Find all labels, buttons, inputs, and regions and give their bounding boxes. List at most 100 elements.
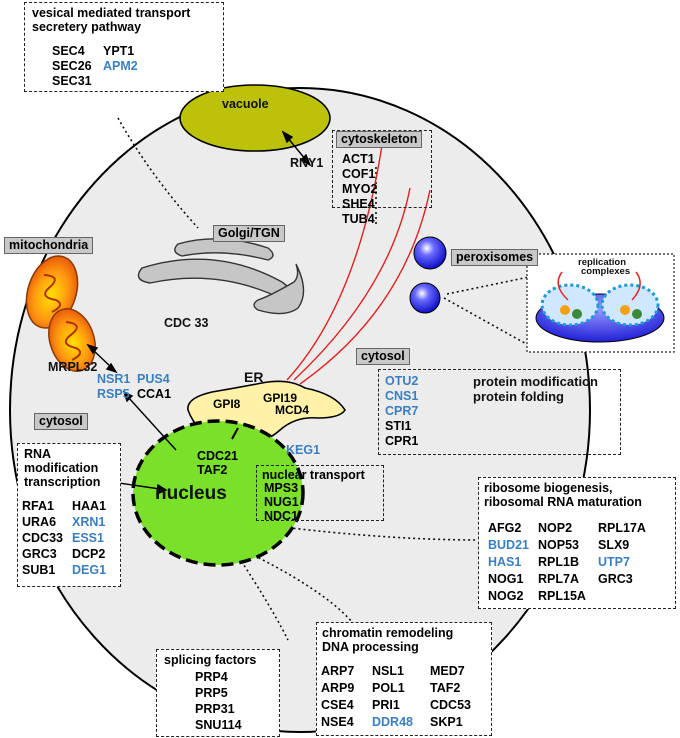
gene-label: CDC33 [22, 531, 63, 545]
rna-modification-box [17, 443, 121, 587]
gene-label: DDR48 [372, 715, 413, 729]
chromatin-title: DNA processing [322, 640, 419, 654]
gene-label: MPS3 [264, 481, 299, 495]
vacuole-label: vacuole [222, 97, 269, 111]
replication-label: complexes [581, 266, 631, 277]
er-label: ER [244, 369, 264, 385]
gene-label: ARP7 [321, 664, 355, 678]
gene-label: NOP53 [538, 538, 579, 552]
ribosome-title: ribosome biogenesis, [484, 481, 613, 495]
gene-label: MCD4 [275, 403, 310, 417]
gene-label: NOG2 [488, 589, 524, 603]
cytoskeleton-tag: cytoskeleton [336, 131, 423, 148]
gene-label: GPI8 [213, 397, 241, 411]
cytosol-tag: cytosol [34, 413, 88, 430]
gene-label: NOG1 [488, 572, 524, 586]
gene-label: COF1 [342, 167, 376, 181]
gene-label: MED7 [430, 664, 465, 678]
vacuole [179, 84, 331, 152]
gene-label: RPL15A [538, 589, 586, 603]
nuclear-transport-box [256, 465, 384, 521]
gene-label: SKP1 [430, 715, 463, 729]
chromatin-title: chromatin remodeling [322, 626, 454, 640]
gene-label: GRC3 [22, 547, 57, 561]
gene-label: RPL17A [598, 521, 646, 535]
protein-modification-box [378, 369, 621, 455]
vesical-title-line1: vesical mediated transport [32, 6, 191, 20]
gene-label: NUG1 [264, 495, 299, 509]
gene-label: STI1 [385, 419, 412, 433]
gene-label: PRI1 [372, 698, 400, 712]
protein-modification-label: protein modification [473, 374, 598, 389]
gene-label: URA6 [22, 515, 57, 529]
gene-label: PRP4 [195, 670, 228, 684]
gene-label: RPL7A [538, 572, 579, 586]
cytoskeleton-box [332, 130, 432, 208]
gene-label: YPT1 [103, 44, 135, 58]
gene-label: ESS1 [72, 531, 104, 545]
gene-label: TUB4 [342, 212, 375, 226]
golgi-tag: Golgi/TGN [213, 225, 285, 242]
gene-label: DEG1 [72, 563, 107, 577]
rna-title: RNA [24, 447, 52, 461]
gene-label: APM2 [103, 59, 138, 73]
replication-label: replication [578, 257, 627, 268]
gene-label: CDC21 [197, 449, 238, 463]
gene-label: TAF2 [430, 681, 461, 695]
gene-label: RNY1 [290, 156, 324, 170]
gene-label: CCA1 [137, 387, 172, 401]
gene-label: HAS1 [488, 555, 522, 569]
gene-label: RFA1 [22, 499, 54, 513]
rna-title: modification [24, 461, 99, 475]
replication-complex-inset [526, 253, 675, 353]
gene-label: UTP7 [598, 555, 630, 569]
gene-label: CPR1 [385, 434, 419, 448]
gene-label: CDC 33 [164, 316, 209, 330]
gene-label: SLX9 [598, 538, 630, 552]
gene-label: CSE4 [321, 698, 354, 712]
gene-label: ACT1 [342, 152, 375, 166]
gene-label: SEC4 [52, 44, 85, 58]
gene-label: NOP2 [538, 521, 573, 535]
gene-label: HAA1 [72, 499, 107, 513]
ribosome-title: ribosomal RNA maturation [484, 495, 642, 509]
gene-label: CNS1 [385, 389, 419, 403]
mitochondria [25, 255, 96, 372]
gene-label: AFG2 [488, 521, 522, 535]
gene-label: NDC1 [264, 509, 299, 523]
nucleus-label: nucleus [155, 483, 227, 504]
gene-label: TAF2 [197, 463, 228, 477]
gene-label: MRPL32 [48, 360, 98, 374]
gene-label: OTU2 [385, 374, 419, 388]
peroxisome-icon [413, 236, 447, 270]
gene-label: SUB1 [22, 563, 56, 577]
cytosol-tag: cytosol [356, 348, 410, 365]
peroxisome-icon [409, 282, 441, 314]
gene-label: CPR7 [385, 404, 419, 418]
gene-label: GRC3 [598, 572, 633, 586]
gene-label: PUS4 [137, 372, 170, 386]
gene-label: SHE4 [342, 197, 375, 211]
gene-label: DCP2 [72, 547, 106, 561]
gene-label: PRP31 [195, 702, 235, 716]
splicing-title: splicing factors [164, 653, 257, 667]
vesical-transport-box [24, 2, 224, 92]
gene-label: BUD21 [488, 538, 529, 552]
gene-label: GPI19 [263, 391, 298, 405]
gene-label: KEG1 [286, 443, 321, 457]
gene-label: CDC53 [430, 698, 471, 712]
chromatin-remodeling-box [316, 622, 492, 736]
gene-label: RPL1B [538, 555, 579, 569]
cytoskeleton-filaments [286, 131, 431, 385]
gene-label: ARP9 [321, 681, 355, 695]
rna-title: transcription [24, 475, 101, 489]
gene-label: SEC26 [52, 59, 92, 73]
gene-label: SNU114 [195, 718, 242, 732]
protein-folding-label: protein folding [473, 389, 564, 404]
gene-label: MYO2 [342, 182, 378, 196]
mitochondria-tag: mitochondria [4, 237, 94, 254]
nuclear-transport-title: nuclear transport [262, 468, 365, 482]
gene-label: NSE4 [321, 715, 354, 729]
peroxisomes-tag: peroxisomes [451, 249, 539, 266]
